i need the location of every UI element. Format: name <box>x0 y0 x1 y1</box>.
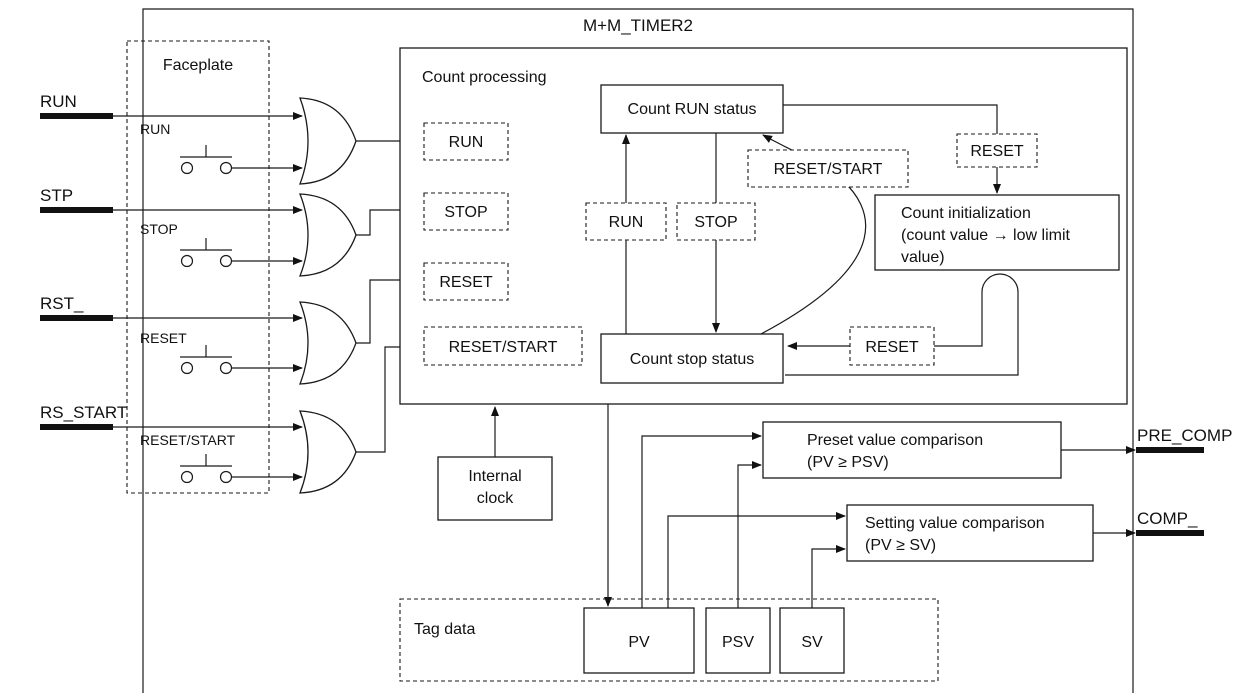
tag-psv-label: PSV <box>722 634 754 651</box>
setting-comparison-box <box>846 504 1094 562</box>
count-stop-status-box <box>600 333 784 384</box>
faceplate-button-label: RESET/START <box>140 432 236 448</box>
or-gate-reset <box>299 301 357 385</box>
setting-comparison-line2: (PV ≥ SV) <box>865 537 936 554</box>
faceplate-button-reset: RESET <box>140 330 303 375</box>
count-initialization-line2: (count value → low limit <box>901 227 1071 244</box>
faceplate-button-label: STOP <box>140 221 178 237</box>
transition-stop-box <box>676 202 756 241</box>
output-label-comp: COMP_ <box>1137 509 1198 528</box>
setting-comparison-line1: Setting value comparison <box>865 515 1045 532</box>
block-title: M+M_TIMER2 <box>583 16 693 35</box>
transition-reset-start-box <box>747 149 909 188</box>
command-stop-label: STOP <box>444 204 487 221</box>
or-gate-run <box>299 97 357 185</box>
command-reset-start-box <box>423 326 583 366</box>
tag-sv-box <box>779 607 845 674</box>
wire-pv-to-setting <box>667 512 846 608</box>
preset-comparison-line2: (PV ≥ PSV) <box>807 454 889 471</box>
wire-sv-to-setting <box>811 545 846 608</box>
tag-data-frame <box>399 598 939 682</box>
preset-comparison-box <box>762 421 1062 479</box>
internal-clock-line2: clock <box>477 490 514 507</box>
faceplate-button-stop: STOP <box>140 221 303 268</box>
internal-clock-box <box>437 456 553 521</box>
transition-run-label: RUN <box>609 214 644 231</box>
transition-stop-label: STOP <box>694 214 737 231</box>
faceplate-title: Faceplate <box>163 57 233 74</box>
command-reset-start-label: RESET/START <box>449 339 558 356</box>
internal-clock-line1: Internal <box>468 468 521 485</box>
faceplate-button-run: RUN <box>140 121 303 175</box>
count-stop-status-label: Count stop status <box>630 351 755 368</box>
or-gate-stop <box>299 193 357 277</box>
input-label-stp: STP <box>40 186 73 205</box>
transition-reset-bottom-label: RESET <box>865 339 919 356</box>
transition-run-box <box>585 202 667 241</box>
function-block-frame <box>142 8 1134 693</box>
command-run-box <box>423 122 509 161</box>
transition-reset-top-box <box>956 133 1038 168</box>
count-processing-title: Count processing <box>422 69 547 86</box>
wire-or-stop-out <box>356 206 416 236</box>
faceplate-frame <box>126 40 270 494</box>
tag-pv-label: PV <box>628 634 650 651</box>
tag-psv-box <box>705 607 771 674</box>
input-label-run: RUN <box>40 92 77 111</box>
preset-comparison-line1: Preset value comparison <box>807 432 983 449</box>
count-initialization-box <box>874 194 1120 271</box>
wire-psv-to-preset <box>737 461 762 608</box>
tag-data-title: Tag data <box>414 621 475 638</box>
wire-pv-to-preset <box>641 432 762 608</box>
or-gate-reset-start <box>299 410 357 494</box>
faceplate-button-label: RUN <box>140 121 170 137</box>
tag-sv-label: SV <box>801 634 823 651</box>
count-initialization-line3: value) <box>901 249 945 266</box>
command-stop-box <box>423 192 509 231</box>
faceplate-button-reset-start: RESET/START <box>140 432 303 484</box>
output-label-pre-comp: PRE_COMP <box>1137 426 1232 445</box>
transition-reset-bottom-box <box>849 326 935 366</box>
count-initialization-line1: Count initialization <box>901 205 1031 222</box>
transition-reset-bottom-arrow <box>785 273 1019 376</box>
tag-pv-box <box>583 607 695 674</box>
transition-reset-top-label: RESET <box>970 143 1024 160</box>
wire-or-reset-out <box>356 276 416 344</box>
command-reset-box <box>423 262 509 301</box>
command-run-label: RUN <box>449 134 484 151</box>
input-label-rst: RST_ <box>40 294 84 313</box>
count-run-status-box <box>600 84 784 134</box>
command-reset-label: RESET <box>439 274 493 291</box>
input-label-rs-start: RS_START <box>40 403 127 422</box>
transition-reset-start-label: RESET/START <box>774 161 883 178</box>
faceplate-button-label: RESET <box>140 330 187 346</box>
count-run-status-label: Count RUN status <box>628 101 757 118</box>
